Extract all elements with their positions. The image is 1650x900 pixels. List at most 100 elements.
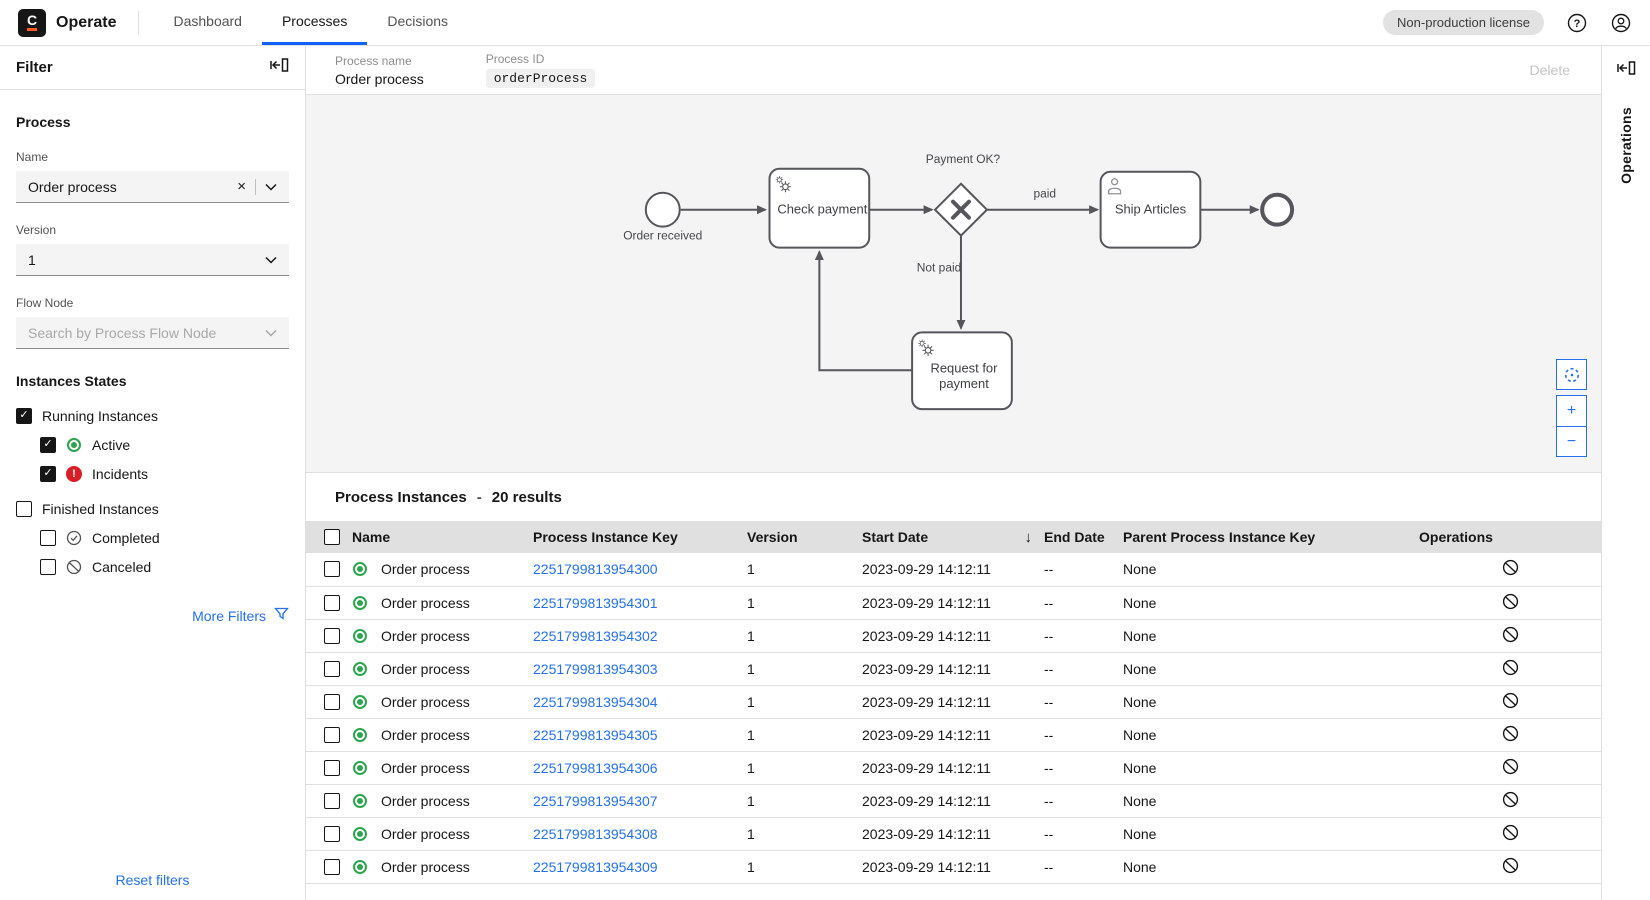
process-instance-key-link[interactable]: 2251799813954308 xyxy=(533,825,658,842)
nav-divider xyxy=(138,10,140,35)
cancel-operation-icon[interactable] xyxy=(1502,692,1519,709)
help-icon[interactable]: ? xyxy=(1566,12,1588,34)
active-checkbox[interactable] xyxy=(40,436,56,453)
cancel-operation-icon[interactable] xyxy=(1502,791,1519,808)
table-header-row: Name Process Instance Key Version Start … xyxy=(306,521,1601,553)
cancel-operation-icon[interactable] xyxy=(1502,857,1519,874)
running-instances-checkbox[interactable] xyxy=(16,407,32,424)
table-row[interactable]: Order process 2251799813954309 1 2023-09… xyxy=(306,850,1601,884)
diagram-reset-button[interactable] xyxy=(1556,359,1587,390)
column-header-parent-key[interactable]: Parent Process Instance Key xyxy=(1123,521,1419,553)
table-row[interactable]: Order process 2251799813954300 1 2023-09… xyxy=(306,553,1601,587)
cancel-operation-icon[interactable] xyxy=(1502,725,1519,742)
cancel-operation-icon[interactable] xyxy=(1502,659,1519,676)
process-instance-key-link[interactable]: 2251799813954309 xyxy=(533,858,658,875)
row-checkbox[interactable] xyxy=(324,627,340,644)
active-state-icon xyxy=(352,595,368,611)
results-count: 20 results xyxy=(491,488,562,506)
user-icon[interactable] xyxy=(1610,12,1632,34)
process-instance-key-link[interactable]: 2251799813954306 xyxy=(533,759,658,776)
row-checkbox[interactable] xyxy=(324,792,340,809)
select-all-checkbox[interactable] xyxy=(324,529,340,545)
cancel-operation-icon[interactable] xyxy=(1502,626,1519,643)
process-instance-key-link[interactable]: 2251799813954301 xyxy=(533,594,658,611)
filter-incidents: ! Incidents xyxy=(40,459,289,488)
table-row[interactable]: Order process 2251799813954307 1 2023-09… xyxy=(306,784,1601,818)
instance-start-date: 2023-09-29 14:12:11 xyxy=(862,619,1044,653)
tab-dashboard[interactable]: Dashboard xyxy=(173,13,242,29)
completed-checkbox[interactable] xyxy=(40,529,56,546)
process-name-combobox[interactable]: Order process × xyxy=(16,171,289,203)
process-instance-key-link[interactable]: 2251799813954305 xyxy=(533,726,658,743)
instance-name: Order process xyxy=(381,726,470,743)
column-header-end-date[interactable]: End Date xyxy=(1044,521,1123,553)
instance-name: Order process xyxy=(381,627,470,644)
table-row[interactable]: Order process 2251799813954306 1 2023-09… xyxy=(306,751,1601,785)
cancel-operation-icon[interactable] xyxy=(1502,593,1519,610)
top-bar-right: Non-production license ? xyxy=(1383,0,1650,45)
flow-node-dropdown[interactable]: Search by Process Flow Node xyxy=(16,317,289,349)
canceled-state-icon xyxy=(66,559,82,575)
zoom-out-button[interactable]: − xyxy=(1557,426,1586,456)
tab-decisions[interactable]: Decisions xyxy=(387,13,449,29)
chevron-down-icon[interactable] xyxy=(265,329,277,337)
camunda-logo-icon: C xyxy=(18,8,46,37)
row-checkbox[interactable] xyxy=(324,726,340,743)
row-checkbox[interactable] xyxy=(324,858,340,875)
instance-start-date: 2023-09-29 14:12:11 xyxy=(862,751,1044,785)
process-instance-key-link[interactable]: 2251799813954300 xyxy=(533,561,658,578)
cancel-operation-icon[interactable] xyxy=(1502,824,1519,841)
table-row[interactable]: Order process 2251799813954303 1 2023-09… xyxy=(306,652,1601,686)
version-dropdown[interactable]: 1 xyxy=(16,244,289,276)
clear-selection-icon[interactable]: × xyxy=(237,178,246,195)
process-instance-key-link[interactable]: 2251799813954307 xyxy=(533,792,658,809)
sequence-flows xyxy=(680,205,1260,372)
sort-descending-icon[interactable]: ↓ xyxy=(1024,528,1033,546)
end-event[interactable] xyxy=(1260,192,1295,227)
cancel-operation-icon[interactable] xyxy=(1502,758,1519,775)
table-row[interactable]: Order process 2251799813954304 1 2023-09… xyxy=(306,685,1601,719)
zoom-in-button[interactable]: + xyxy=(1557,396,1586,426)
table-row[interactable]: Order process 2251799813954308 1 2023-09… xyxy=(306,817,1601,851)
chevron-down-icon[interactable] xyxy=(265,256,277,264)
bpmn-diagram-canvas[interactable]: Order received Check payment Payment OK?… xyxy=(306,95,1601,473)
reset-filters-button[interactable]: Reset filters xyxy=(115,872,190,888)
collapse-panel-icon[interactable] xyxy=(269,57,289,78)
process-instance-key-link[interactable]: 2251799813954304 xyxy=(533,693,658,710)
table-row[interactable]: Order process 2251799813954305 1 2023-09… xyxy=(306,718,1601,752)
expand-panel-icon[interactable] xyxy=(1616,60,1636,81)
process-instance-key-link[interactable]: 2251799813954303 xyxy=(533,660,658,677)
row-checkbox[interactable] xyxy=(324,594,340,611)
column-header-start-date[interactable]: Start Date ↓ xyxy=(862,521,1044,553)
table-row[interactable]: Order process 2251799813954301 1 2023-09… xyxy=(306,586,1601,620)
row-checkbox[interactable] xyxy=(324,561,340,578)
column-header-version[interactable]: Version xyxy=(747,521,862,553)
more-filters-button[interactable]: More Filters xyxy=(16,607,289,624)
instance-start-date: 2023-09-29 14:12:11 xyxy=(862,850,1044,884)
operations-panel-title[interactable]: Operations xyxy=(1618,107,1634,184)
cancel-operation-icon[interactable] xyxy=(1502,559,1519,576)
svg-text:?: ? xyxy=(1574,18,1581,30)
process-instance-key-link[interactable]: 2251799813954302 xyxy=(533,627,658,644)
instance-version: 1 xyxy=(747,619,862,653)
table-row[interactable]: Order process 2251799813954302 1 2023-09… xyxy=(306,619,1601,653)
task-ship-articles[interactable] xyxy=(1099,170,1202,249)
row-checkbox[interactable] xyxy=(324,660,340,677)
finished-instances-checkbox[interactable] xyxy=(16,500,32,517)
instance-parent-key: None xyxy=(1123,784,1419,818)
instance-version: 1 xyxy=(747,751,862,785)
incidents-checkbox[interactable] xyxy=(40,465,56,482)
task-request-for-payment[interactable] xyxy=(911,331,1013,411)
chevron-down-icon[interactable] xyxy=(265,183,277,191)
row-checkbox[interactable] xyxy=(324,759,340,776)
row-checkbox[interactable] xyxy=(324,825,340,842)
task-check-payment[interactable] xyxy=(768,167,871,249)
row-checkbox[interactable] xyxy=(324,693,340,710)
canceled-checkbox[interactable] xyxy=(40,558,56,575)
column-header-key[interactable]: Process Instance Key xyxy=(533,521,747,553)
start-event-order-received[interactable] xyxy=(644,191,681,228)
column-header-name[interactable]: Name xyxy=(352,521,533,553)
tab-processes[interactable]: Processes xyxy=(261,0,368,45)
active-state-icon xyxy=(66,437,82,453)
delete-button[interactable]: Delete xyxy=(1520,56,1580,84)
